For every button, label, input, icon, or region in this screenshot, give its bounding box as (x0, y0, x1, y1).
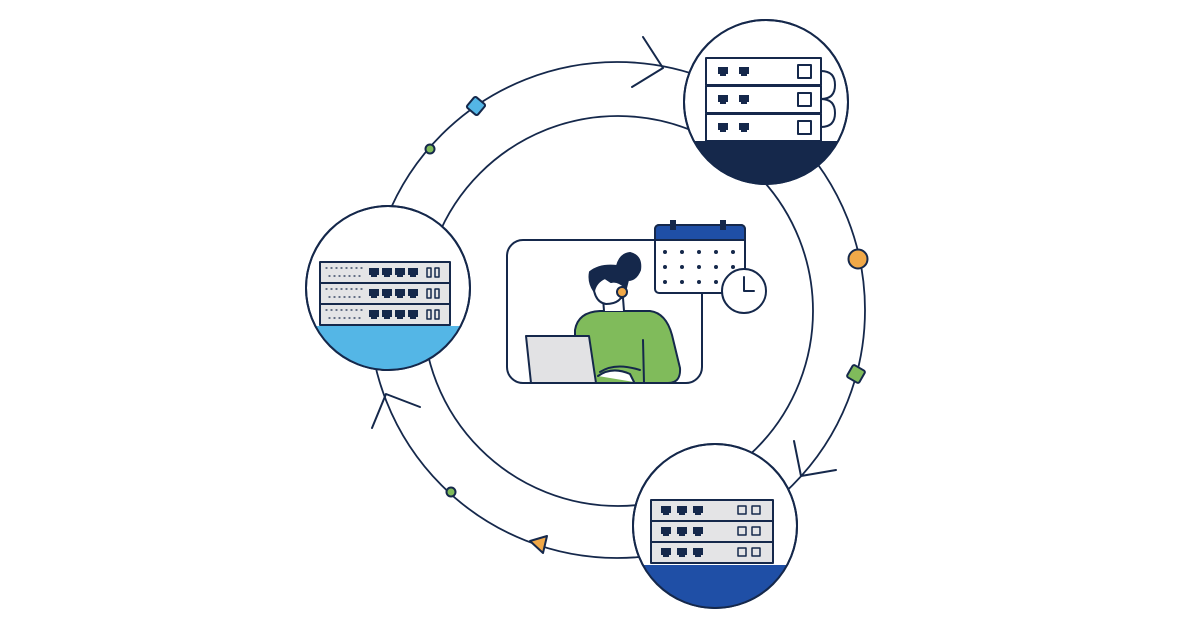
orange-dot (847, 248, 869, 270)
arrowhead-left (371, 393, 421, 429)
green-diamond (846, 364, 866, 384)
headset-earpiece (616, 286, 628, 298)
person-at-laptop-icon (506, 239, 703, 384)
blue-diamond (465, 95, 487, 117)
arrowhead-top (631, 36, 664, 88)
green-dot (445, 486, 457, 498)
orange-triangle (529, 535, 548, 554)
arrowhead-right (793, 440, 837, 477)
server-rack-icon (632, 443, 798, 609)
green-dot (424, 143, 436, 155)
server-rack-icon (305, 205, 471, 371)
server-rack-icon (683, 19, 849, 185)
calendar-icon (654, 220, 746, 294)
clock-icon (721, 268, 767, 314)
